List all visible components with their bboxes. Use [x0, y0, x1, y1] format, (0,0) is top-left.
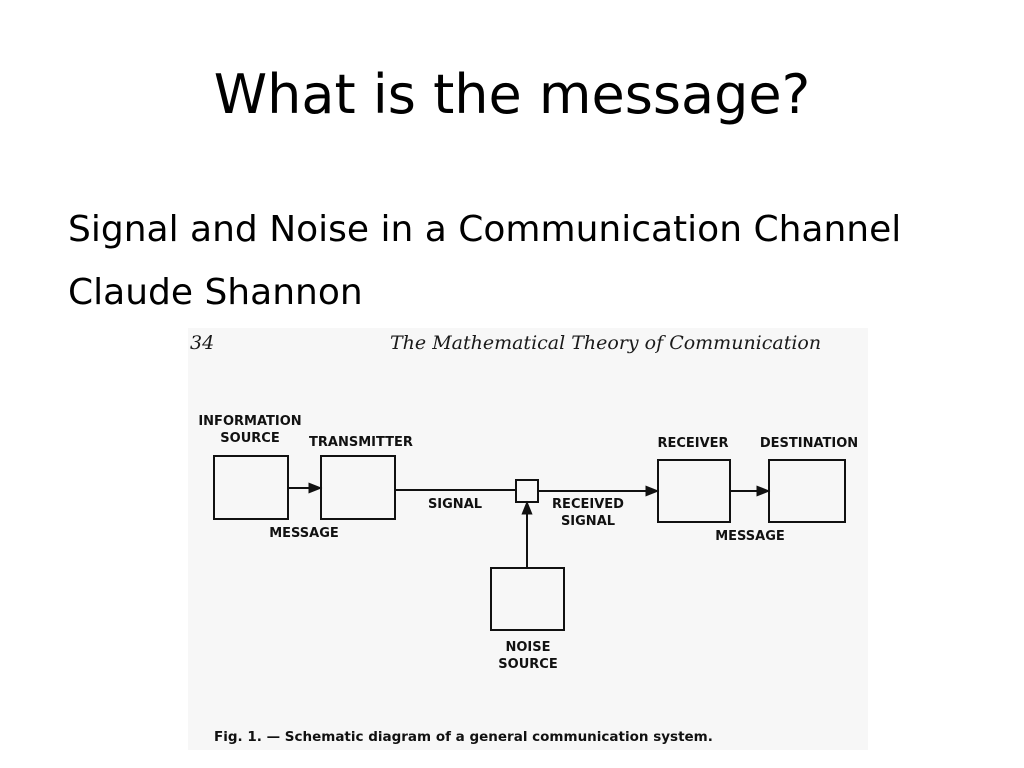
label-signal: SIGNAL	[427, 497, 483, 512]
label-destination: DESTINATION	[759, 436, 859, 451]
transmitter-box	[320, 455, 396, 520]
noise-source-box	[490, 567, 565, 631]
figure-caption: Fig. 1. — Schematic diagram of a general…	[214, 729, 713, 745]
bullet-subtitle: Signal and Noise in a Communication Chan…	[68, 209, 902, 250]
bullet-author: Claude Shannon	[68, 272, 363, 313]
scanned-figure: 34 The Mathematical Theory of Communicat…	[188, 328, 868, 750]
label-received-signal: RECEIVED SIGNAL	[552, 497, 624, 529]
schematic-diagram	[213, 455, 846, 631]
noise-junction-box	[515, 479, 539, 503]
page-header: The Mathematical Theory of Communication	[390, 332, 822, 354]
receiver-box	[657, 459, 731, 523]
information-source-box	[213, 455, 289, 520]
label-receiver: RECEIVER	[657, 436, 729, 451]
slide-title: What is the message?	[213, 63, 811, 126]
label-message-right: MESSAGE	[715, 529, 785, 544]
label-transmitter: TRANSMITTER	[309, 435, 413, 450]
label-information-source: INFORMATION SOURCE	[198, 414, 302, 446]
destination-box	[768, 459, 846, 523]
page-number: 34	[190, 332, 215, 354]
label-message-left: MESSAGE	[269, 526, 339, 541]
label-noise-source: NOISE SOURCE	[498, 640, 558, 672]
